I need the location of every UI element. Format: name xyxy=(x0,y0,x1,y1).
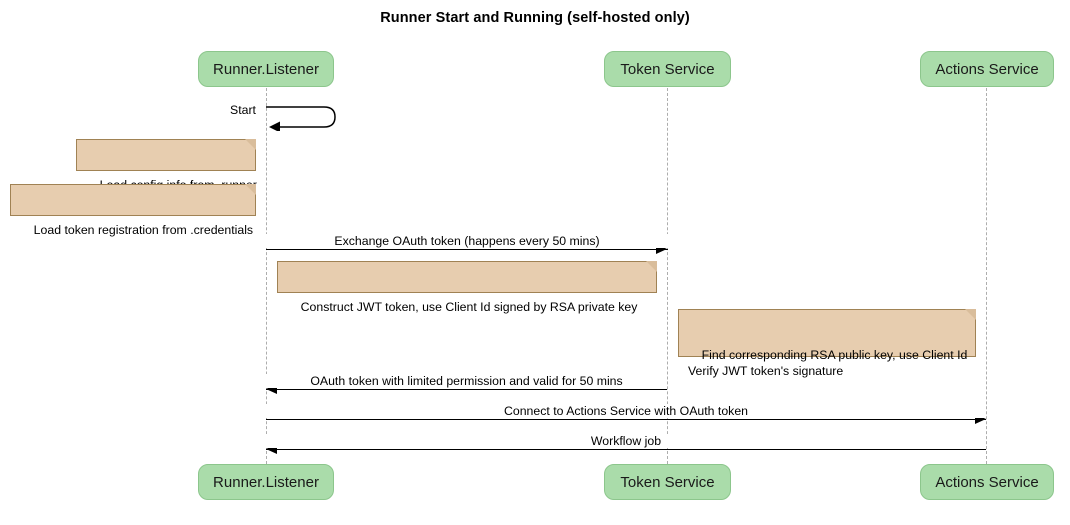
message-label-start: Start xyxy=(230,103,256,117)
message-line-connect-to-actions-service xyxy=(266,419,986,420)
note-fold-icon xyxy=(646,261,657,272)
participant-label: Runner.Listener xyxy=(213,60,319,78)
arrow-head-exchange-oauth-token xyxy=(656,243,667,254)
note-fold-icon xyxy=(965,309,976,320)
participant-token-bottom[interactable]: Token Service xyxy=(604,464,731,500)
participant-actions-top[interactable]: Actions Service xyxy=(920,51,1054,87)
participant-runner-top[interactable]: Runner.Listener xyxy=(198,51,334,87)
note-load-token-registration: Load token registration from .credential… xyxy=(10,184,256,237)
note-fold-icon xyxy=(245,139,256,150)
message-line-exchange-oauth-token xyxy=(266,249,668,250)
participant-label: Actions Service xyxy=(935,60,1039,78)
message-label-oauth-token-response: OAuth token with limited permission and … xyxy=(266,374,667,388)
lifeline-runner xyxy=(266,88,267,464)
note-construct-jwt-token: Construct JWT token, use Client Id signe… xyxy=(277,261,657,314)
note-text: Load token registration from .credential… xyxy=(33,223,254,237)
note-text: Construct JWT token, use Client Id signe… xyxy=(300,300,638,314)
lifeline-actions xyxy=(986,88,987,464)
participant-token-top[interactable]: Token Service xyxy=(604,51,731,87)
message-line-oauth-token-response xyxy=(266,389,667,390)
message-label-connect-to-actions-service: Connect to Actions Service with OAuth to… xyxy=(266,404,986,418)
note-text: Find corresponding RSA public key, use C… xyxy=(688,348,968,378)
diagram-title: Runner Start and Running (self-hosted on… xyxy=(380,10,690,26)
arrow-head-oauth-token-response xyxy=(266,383,277,394)
note-verify-jwt-token: Find corresponding RSA public key, use C… xyxy=(678,309,976,378)
participant-label: Token Service xyxy=(620,473,715,491)
lifeline-token xyxy=(667,88,668,464)
message-start-self-loop xyxy=(266,103,342,131)
message-line-workflow-job xyxy=(266,449,986,450)
participant-actions-bottom[interactable]: Actions Service xyxy=(920,464,1054,500)
note-fold-icon xyxy=(245,184,256,195)
participant-label: Runner.Listener xyxy=(213,473,319,491)
participant-label: Actions Service xyxy=(935,473,1039,491)
arrow-head-workflow-job xyxy=(266,443,277,454)
message-label-workflow-job: Workflow job xyxy=(266,434,986,448)
participant-runner-bottom[interactable]: Runner.Listener xyxy=(198,464,334,500)
message-label-exchange-oauth-token: Exchange OAuth token (happens every 50 m… xyxy=(266,234,668,248)
arrow-head-connect-to-actions-service xyxy=(975,413,986,424)
participant-label: Token Service xyxy=(620,60,715,78)
note-load-config: Load config info from .runner xyxy=(76,139,257,192)
